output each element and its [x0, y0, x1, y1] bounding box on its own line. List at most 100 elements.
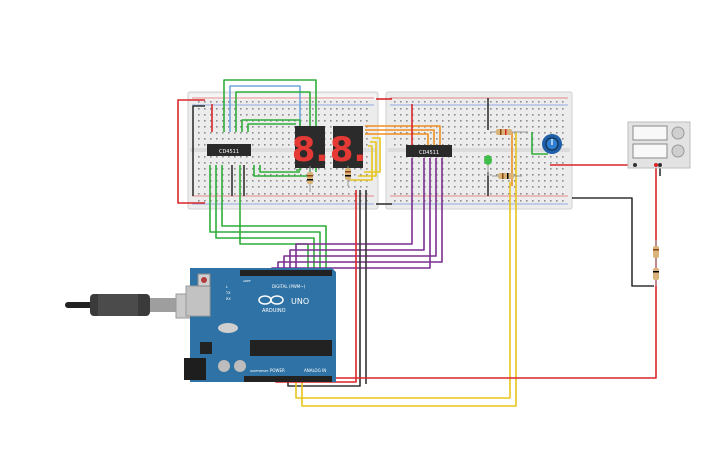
breadboard-hole[interactable] [288, 193, 290, 195]
breadboard-hole[interactable] [318, 120, 320, 122]
breadboard-hole[interactable] [538, 174, 540, 176]
breadboard-hole[interactable] [460, 101, 462, 103]
breadboard-hole[interactable] [508, 108, 510, 110]
breadboard-hole[interactable] [276, 200, 278, 202]
breadboard-hole[interactable] [466, 138, 468, 140]
breadboard-hole[interactable] [228, 132, 230, 134]
breadboard-hole[interactable] [460, 144, 462, 146]
potentiometer[interactable] [542, 134, 562, 154]
breadboard-hole[interactable] [472, 193, 474, 195]
breadboard-hole[interactable] [484, 126, 486, 128]
breadboard-hole[interactable] [520, 200, 522, 202]
breadboard-hole[interactable] [312, 120, 314, 122]
breadboard-hole[interactable] [234, 186, 236, 188]
breadboard-hole[interactable] [204, 162, 206, 164]
breadboard-hole[interactable] [330, 144, 332, 146]
breadboard-hole[interactable] [454, 186, 456, 188]
breadboard-hole[interactable] [234, 132, 236, 134]
breadboard-hole[interactable] [418, 186, 420, 188]
breadboard-hole[interactable] [472, 108, 474, 110]
breadboard-hole[interactable] [472, 168, 474, 170]
breadboard-hole[interactable] [318, 180, 320, 182]
breadboard-hole[interactable] [538, 114, 540, 116]
resistor-right-top[interactable] [490, 129, 528, 135]
breadboard-hole[interactable] [556, 162, 558, 164]
breadboard-hole[interactable] [246, 126, 248, 128]
breadboard-hole[interactable] [354, 114, 356, 116]
breadboard-hole[interactable] [400, 180, 402, 182]
seven-segment-display-2[interactable]: 8. [330, 126, 367, 170]
breadboard-hole[interactable] [484, 200, 486, 202]
breadboard-hole[interactable] [454, 101, 456, 103]
breadboard-hole[interactable] [294, 156, 296, 158]
breadboard-hole[interactable] [418, 101, 420, 103]
breadboard-hole[interactable] [366, 138, 368, 140]
breadboard-hole[interactable] [216, 126, 218, 128]
breadboard-hole[interactable] [394, 162, 396, 164]
breadboard-hole[interactable] [430, 138, 432, 140]
breadboard-hole[interactable] [246, 114, 248, 116]
breadboard-hole[interactable] [252, 138, 254, 140]
breadboard-hole[interactable] [246, 138, 248, 140]
breadboard-hole[interactable] [264, 162, 266, 164]
breadboard-hole[interactable] [204, 156, 206, 158]
breadboard-hole[interactable] [508, 168, 510, 170]
breadboard-hole[interactable] [330, 193, 332, 195]
breadboard-hole[interactable] [330, 200, 332, 202]
breadboard-hole[interactable] [472, 101, 474, 103]
breadboard-hole[interactable] [324, 108, 326, 110]
seven-segment-display-1[interactable]: 8. [292, 126, 329, 170]
breadboard-hole[interactable] [258, 180, 260, 182]
breadboard-hole[interactable] [514, 120, 516, 122]
breadboard-hole[interactable] [282, 156, 284, 158]
breadboard-hole[interactable] [478, 200, 480, 202]
breadboard-hole[interactable] [406, 200, 408, 202]
breadboard-hole[interactable] [240, 138, 242, 140]
breadboard-hole[interactable] [448, 180, 450, 182]
breadboard-hole[interactable] [282, 168, 284, 170]
breadboard-hole[interactable] [318, 174, 320, 176]
breadboard-hole[interactable] [484, 120, 486, 122]
breadboard-hole[interactable] [222, 132, 224, 134]
breadboard-hole[interactable] [240, 156, 242, 158]
breadboard-hole[interactable] [460, 126, 462, 128]
breadboard-hole[interactable] [400, 138, 402, 140]
breadboard-hole[interactable] [228, 138, 230, 140]
breadboard-hole[interactable] [526, 114, 528, 116]
breadboard-hole[interactable] [264, 144, 266, 146]
wire-green-arduino-1[interactable] [209, 165, 321, 275]
breadboard-hole[interactable] [514, 180, 516, 182]
breadboard-hole[interactable] [460, 108, 462, 110]
breadboard-hole[interactable] [472, 138, 474, 140]
breadboard-hole[interactable] [198, 126, 200, 128]
breadboard-hole[interactable] [204, 180, 206, 182]
breadboard-hole[interactable] [204, 132, 206, 134]
breadboard-hole[interactable] [484, 168, 486, 170]
breadboard-hole[interactable] [502, 162, 504, 164]
breadboard-hole[interactable] [210, 108, 212, 110]
breadboard-hole[interactable] [454, 193, 456, 195]
breadboard-hole[interactable] [400, 200, 402, 202]
breadboard-hole[interactable] [538, 200, 540, 202]
breadboard-hole[interactable] [550, 101, 552, 103]
breadboard-hole[interactable] [466, 132, 468, 134]
breadboard-hole[interactable] [448, 193, 450, 195]
breadboard-hole[interactable] [204, 114, 206, 116]
breadboard-hole[interactable] [556, 108, 558, 110]
breadboard-hole[interactable] [508, 101, 510, 103]
breadboard-hole[interactable] [288, 174, 290, 176]
breadboard-hole[interactable] [216, 132, 218, 134]
breadboard-hole[interactable] [424, 120, 426, 122]
breadboard-hole[interactable] [520, 138, 522, 140]
breadboard-hole[interactable] [496, 144, 498, 146]
breadboard-hole[interactable] [330, 162, 332, 164]
breadboard-hole[interactable] [288, 101, 290, 103]
breadboard-hole[interactable] [556, 180, 558, 182]
breadboard-hole[interactable] [502, 144, 504, 146]
breadboard-hole[interactable] [246, 180, 248, 182]
breadboard-hole[interactable] [520, 144, 522, 146]
breadboard-hole[interactable] [472, 120, 474, 122]
breadboard-hole[interactable] [436, 120, 438, 122]
breadboard-hole[interactable] [400, 186, 402, 188]
breadboard-hole[interactable] [276, 180, 278, 182]
